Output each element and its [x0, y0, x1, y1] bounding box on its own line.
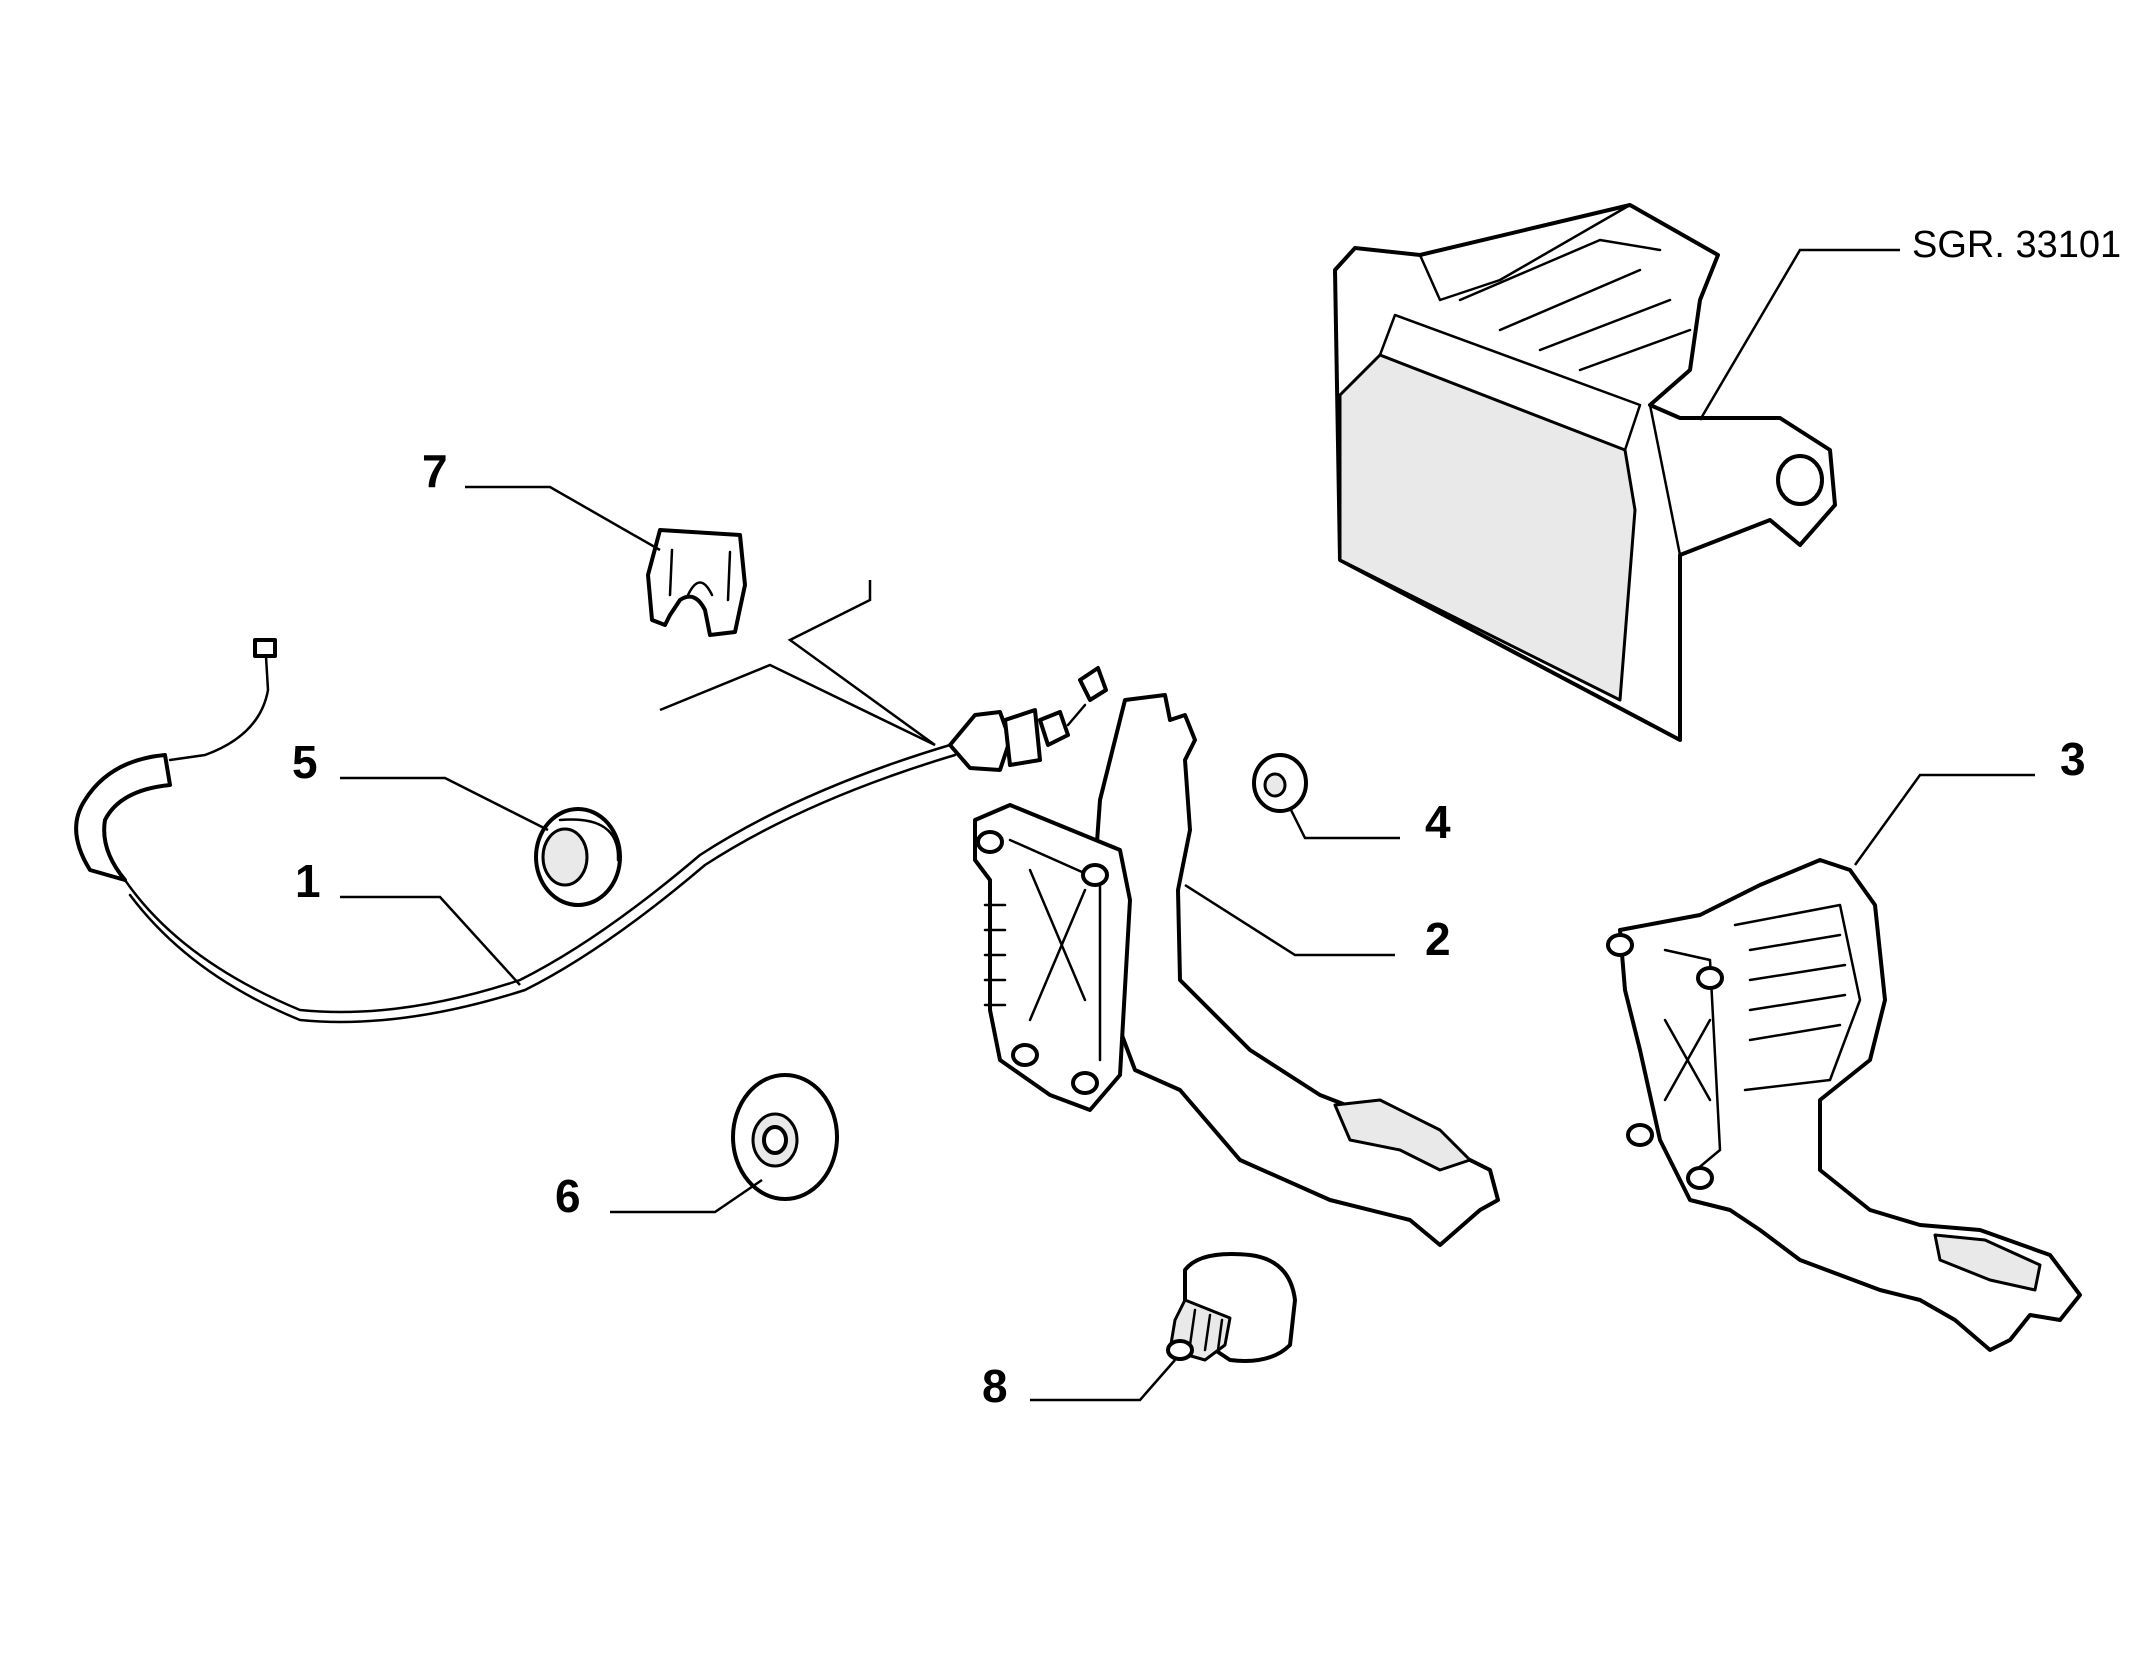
leader-8 [1030, 1359, 1176, 1402]
callout-7: 7 [422, 445, 448, 497]
detail-leader-2 [659, 663, 936, 747]
part-4-bush [1252, 753, 1308, 813]
part-1-cable [74, 638, 1108, 1024]
leader-4 [1288, 807, 1400, 840]
leader-5 [340, 776, 549, 832]
pedal-box-housing [1333, 203, 1837, 742]
callout-2: 2 [1425, 913, 1451, 965]
part-6-washer [731, 1073, 839, 1201]
part-8-push-fastener [1166, 1252, 1297, 1363]
leader-2 [1184, 883, 1395, 957]
part-3-brake-pedal [1606, 858, 2082, 1352]
callout-4: 4 [1425, 796, 1451, 848]
leader-7 [465, 485, 661, 552]
callout-1: 1 [295, 855, 321, 907]
callout-3: 3 [2060, 733, 2086, 785]
leader-3 [1853, 773, 2035, 866]
callout-6: 6 [555, 1170, 581, 1222]
part-5-grommet [534, 807, 622, 907]
leader-6 [610, 1178, 763, 1214]
reference-leader [1698, 248, 1900, 421]
part-2-accelerator-pedal [973, 693, 1500, 1247]
callout-8: 8 [982, 1360, 1008, 1412]
callout-5: 5 [292, 736, 318, 788]
detail-leader [787, 580, 936, 747]
reference-label: SGR. 33101 [1912, 224, 2121, 266]
leader-1 [340, 895, 521, 986]
part-7-clip [646, 528, 747, 637]
